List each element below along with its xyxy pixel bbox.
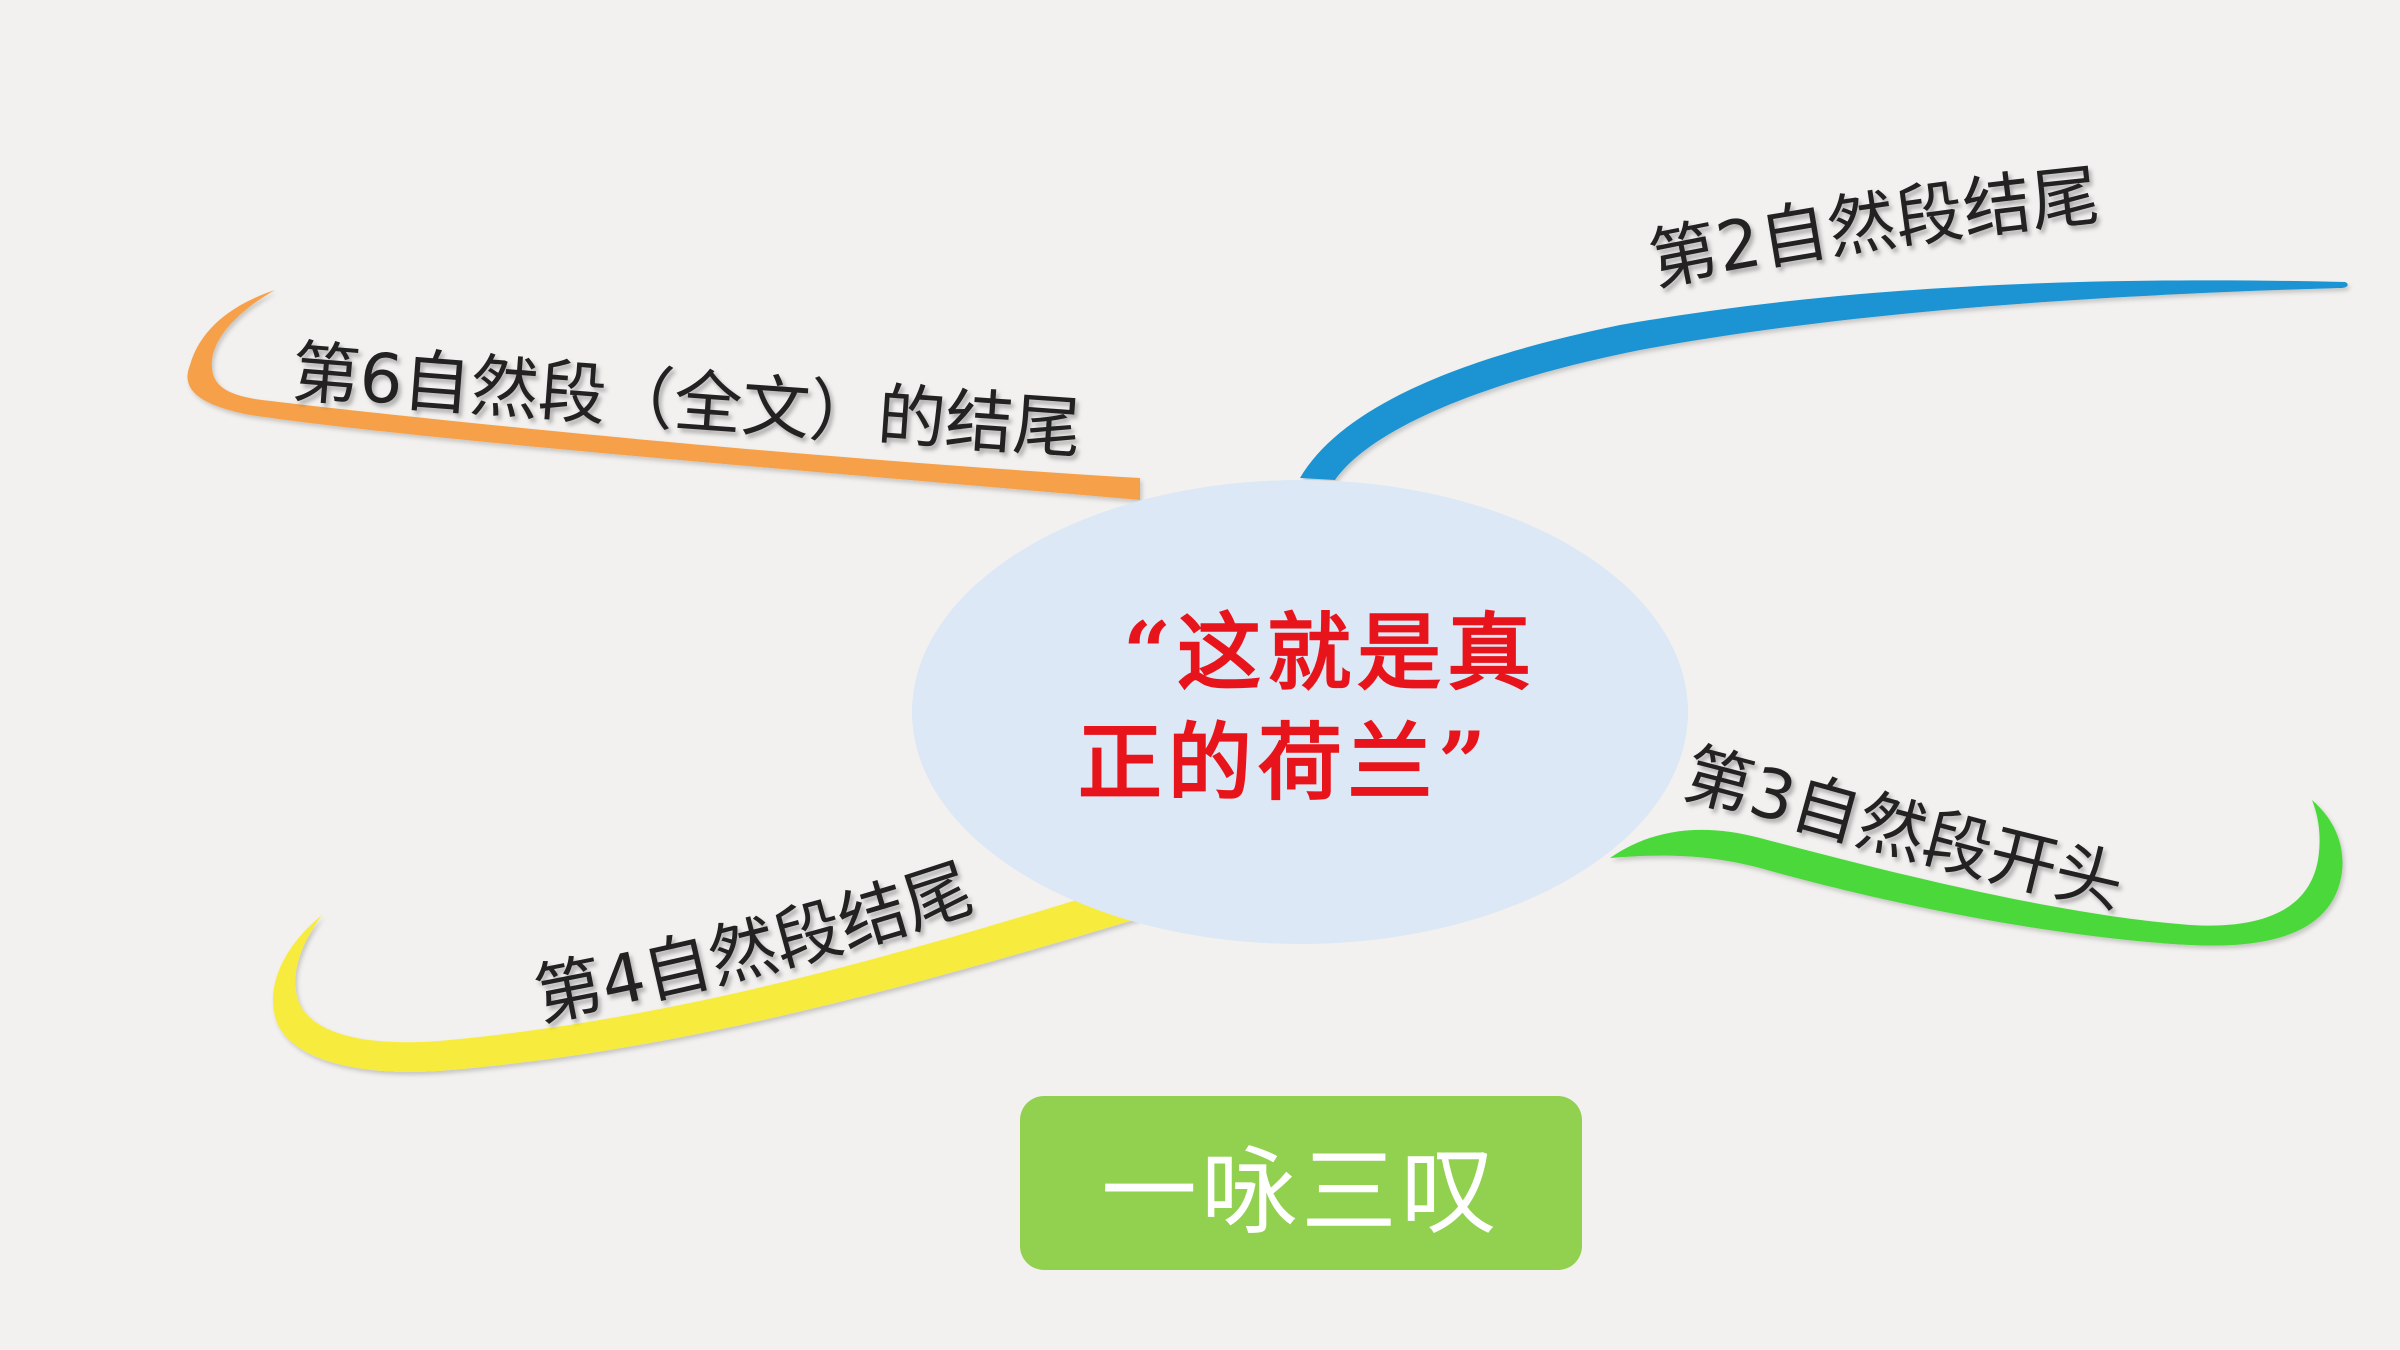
summary-tag-label: 一咏三叹 <box>1101 1135 1501 1248</box>
branch-yellow-curve <box>272 885 1141 1072</box>
center-node <box>912 480 1688 944</box>
branch-orange-curve <box>187 290 1140 500</box>
summary-tag: 一咏三叹 <box>1020 1096 1582 1270</box>
branch-label-blue-text: 第2自然段结尾 <box>1643 157 2103 302</box>
branch-green-curve <box>1610 800 2343 946</box>
branch-label-blue: 第2自然段结尾 <box>1643 157 2103 302</box>
center-text-line2: 正的荷兰” <box>1078 713 1492 812</box>
center-text-line1: “这就是真 <box>1123 603 1537 702</box>
branch-blue-curve <box>1300 280 2348 480</box>
